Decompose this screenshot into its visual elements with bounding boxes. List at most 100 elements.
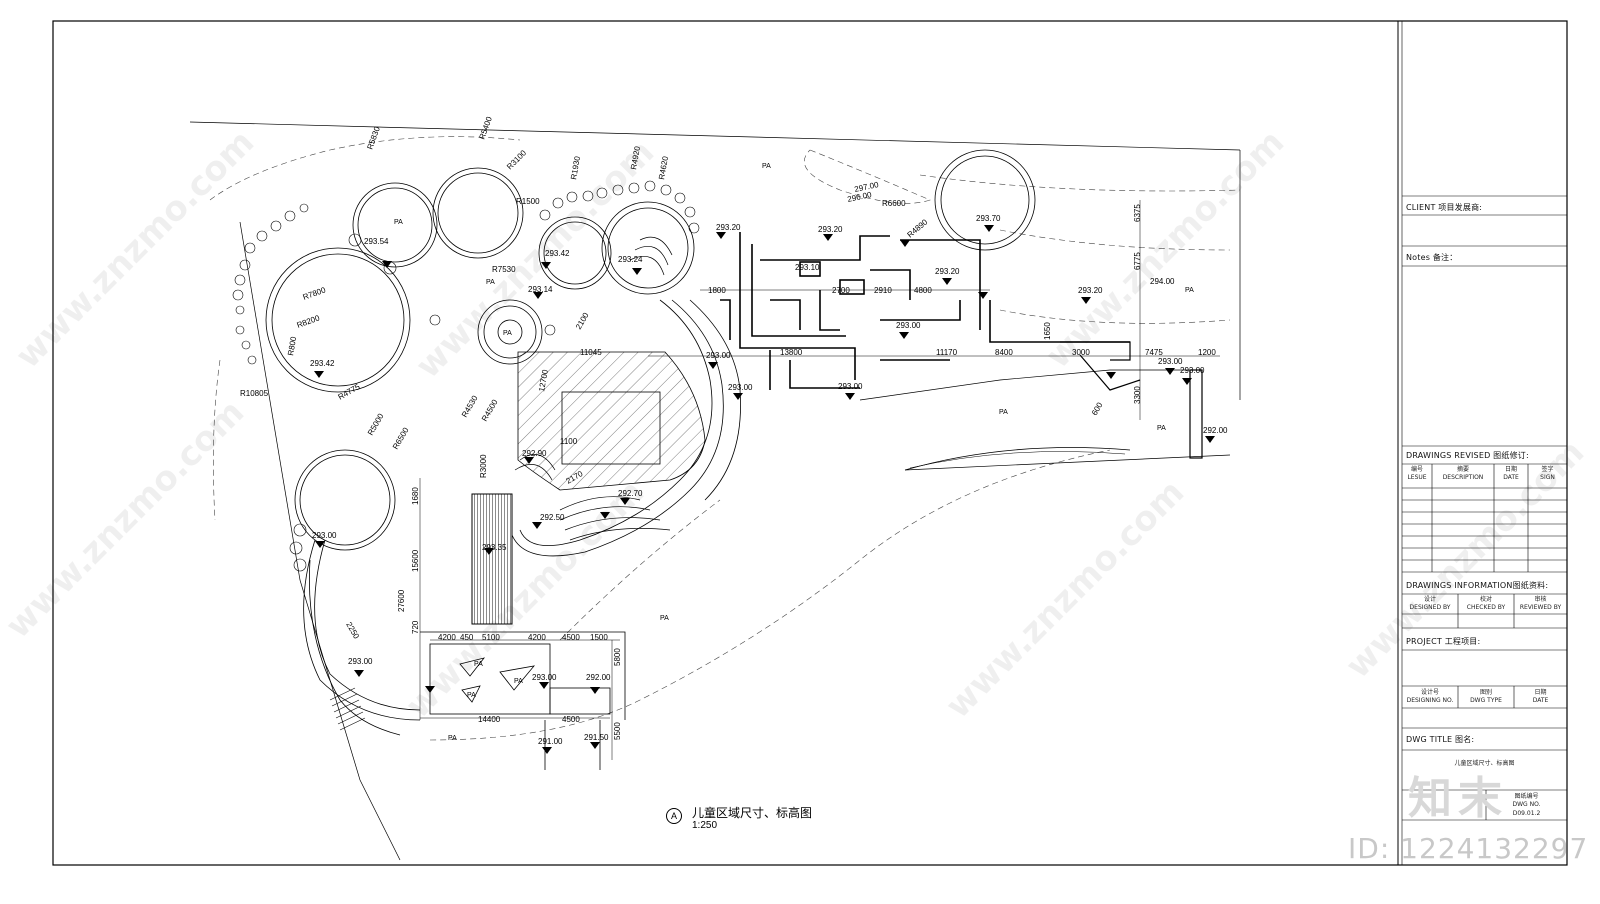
elevation-label: 293.00 — [838, 382, 863, 391]
watermark-text: www.znzmo.com — [8, 122, 262, 376]
dimension-label: R4620 — [657, 155, 670, 180]
dimension-label: R4890 — [906, 217, 930, 239]
dimension-label: R7530 — [492, 265, 516, 274]
dimension-label: 12700 — [537, 368, 550, 392]
maze-structure — [720, 232, 1130, 390]
dimension-label: 1500 — [590, 633, 608, 642]
dashed-paths — [209, 136, 1241, 741]
dimension-label: R6500 — [391, 426, 411, 451]
dimension-label: 7475 — [1145, 348, 1163, 357]
arc-feature — [904, 447, 1131, 471]
dimension-label: 720 — [411, 620, 420, 634]
area-label: PA — [762, 163, 771, 170]
pa-labels: PA PA PA PA PA PA PA PA PA PA PA PA — [394, 163, 1194, 742]
title-block-grid — [1402, 195, 1567, 821]
dwg-no-value: D09.01.2 — [1512, 810, 1541, 817]
dimension-label: R3100 — [505, 148, 528, 171]
dimension-label: 450 — [460, 633, 474, 642]
brand-watermark: 知末 — [1408, 773, 1508, 824]
arc-feature-inner — [909, 451, 1126, 469]
dimension-label: R5400 — [477, 115, 494, 141]
dimension-label: 8400 — [995, 348, 1013, 357]
watermark-text: www.znzmo.com — [1038, 122, 1292, 376]
dimension-label: 1100 — [560, 437, 578, 446]
dimension-labels: R5400 R3100 R1500 R7530 R4920 R4620 R583… — [240, 115, 1216, 740]
elevation-label: 293.00 — [348, 657, 373, 666]
dimension-label: 15600 — [411, 549, 420, 572]
sheet-border — [52, 20, 1568, 866]
dimension-label: R3000 — [479, 454, 488, 478]
id-watermark: ID: 1224132297 — [1348, 832, 1589, 865]
area-label: PA — [660, 615, 669, 622]
dimension-label: 2250 — [344, 621, 361, 641]
dimension-label: 2700 — [832, 286, 850, 295]
elevation-label: 291.50 — [584, 733, 609, 742]
dimension-label: 5500 — [613, 722, 622, 740]
sand-pit — [561, 391, 661, 465]
dimension-label: 4800 — [914, 286, 932, 295]
elevation-label: 293.20 — [716, 223, 741, 232]
dimension-lines — [419, 200, 1220, 760]
project-label: PROJECT 工程项目: — [1406, 637, 1481, 646]
dimension-label: 4200 — [528, 633, 546, 642]
stair — [329, 687, 366, 731]
dimension-label: 11045 — [580, 348, 602, 357]
elevation-label: 292.90 — [522, 449, 547, 458]
elevation-label: 293.35 — [482, 543, 507, 552]
dimension-label: 2100 — [574, 311, 591, 331]
dimension-label: 1680 — [411, 487, 420, 505]
area-label: PA — [1185, 287, 1194, 294]
area-label: PA — [467, 692, 476, 699]
dimension-label: 4500 — [562, 715, 580, 724]
drawings-revised-label: DRAWINGS REVISED 图纸修订: — [1406, 451, 1529, 460]
elevation-label: 293.00 — [896, 321, 921, 330]
elevation-label: 291.00 — [538, 737, 563, 746]
site-boundary — [189, 121, 1241, 861]
elevation-label: 293.00 — [728, 383, 753, 392]
shrub-clusters — [232, 180, 700, 572]
dimension-label: 4200 — [438, 633, 456, 642]
elevation-label: 293.70 — [976, 214, 1001, 223]
dimension-label: 4500 — [562, 633, 580, 642]
dwg-title-label: DWG TITLE 图名: — [1406, 735, 1475, 744]
area-label: PA — [999, 409, 1008, 416]
dimension-label: R5000 — [366, 412, 386, 437]
dimension-label: 6775 — [1133, 252, 1142, 270]
watermark-text: www.znzmo.com — [0, 392, 252, 646]
dimension-label: R1500 — [516, 197, 540, 206]
dimension-label: 3300 — [1133, 386, 1142, 404]
drawing-caption-scale: 1:250 — [692, 820, 718, 831]
dimension-label: R7800 — [302, 285, 328, 302]
dimension-label: 2910 — [874, 286, 892, 295]
dimension-label: 5100 — [482, 633, 500, 642]
dimension-label: 5800 — [613, 648, 622, 666]
drawings-information-label: DRAWINGS INFORMATION图纸资料: — [1406, 581, 1549, 590]
dimension-label: 3000 — [1072, 348, 1090, 357]
dimension-label: R4500 — [480, 398, 500, 423]
elevation-label: 293.00 — [1180, 366, 1205, 375]
elevation-label: 293.20 — [818, 225, 843, 234]
area-label: PA — [514, 678, 523, 685]
elevation-label: 293.00 — [1158, 357, 1183, 366]
dimension-label: 11170 — [936, 348, 958, 357]
elevation-label: 292.00 — [1203, 426, 1228, 435]
dimension-label: 27600 — [397, 589, 406, 612]
dimension-label: R8200 — [296, 313, 322, 330]
area-label: PA — [486, 279, 495, 286]
watermarks: www.znzmo.com www.znzmo.com www.znzmo.co… — [0, 122, 1592, 726]
elevation-label: 294.00 — [1150, 277, 1175, 286]
elevation-label: 293.54 — [364, 237, 389, 246]
dimension-label: 600 — [1090, 400, 1105, 417]
elevation-label: 293.14 — [528, 285, 553, 294]
dimension-label: R5830 — [365, 125, 382, 151]
